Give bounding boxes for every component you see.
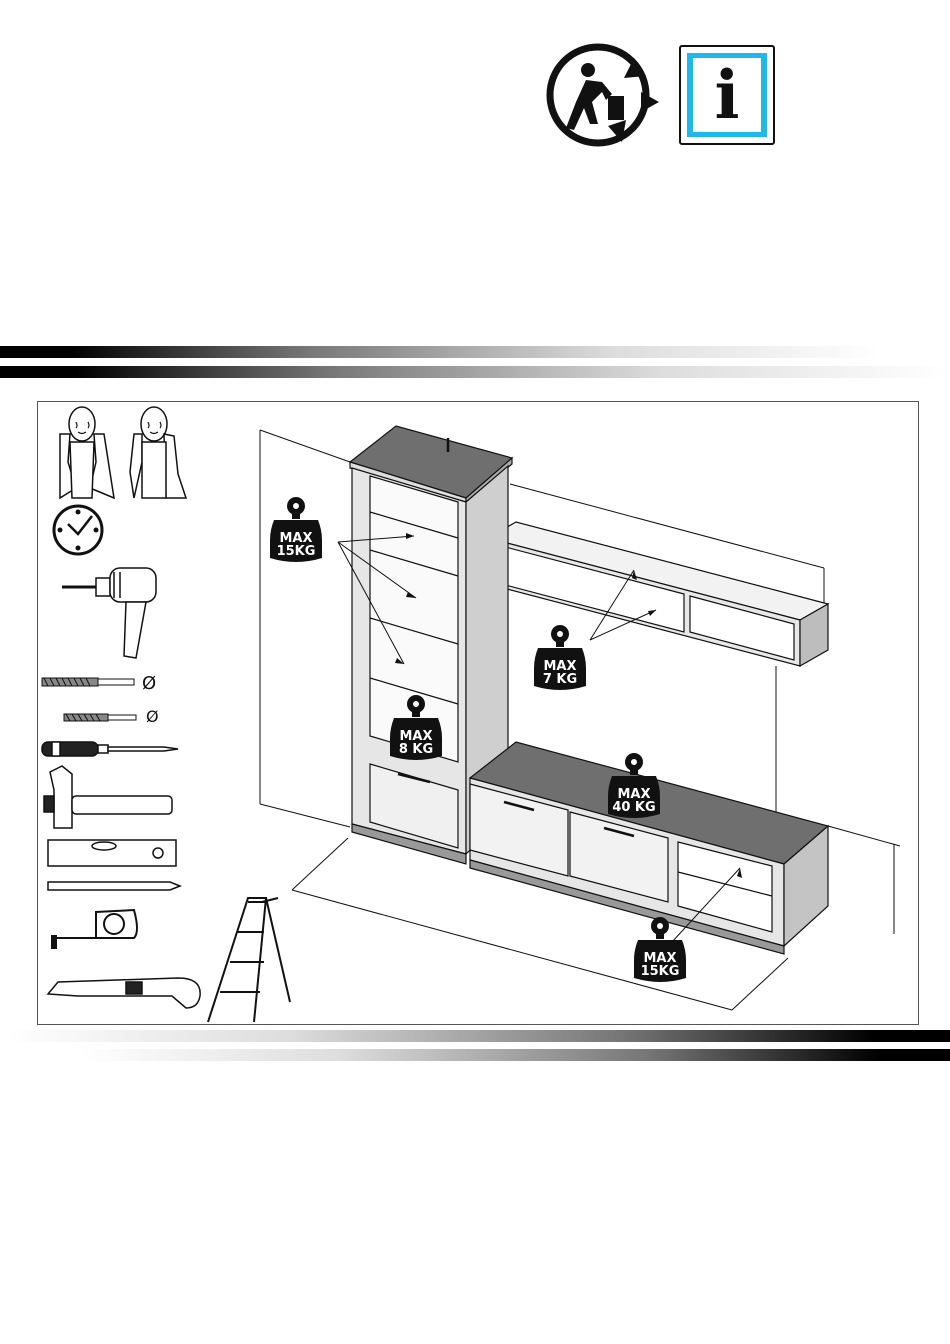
utility-knife-icon [48, 978, 200, 1008]
screwdriver-icon [42, 742, 178, 756]
drill-bit-diameter-symbol: Ø [146, 707, 159, 726]
two-people-icon [60, 407, 186, 498]
illustration-frame: Ø Ø [37, 401, 919, 1025]
furniture-illustration: Ø Ø [38, 402, 918, 1024]
tape-measure-icon [52, 910, 137, 948]
step-ladder-icon [208, 898, 290, 1022]
load-limit-badge: MAX 40 KG [608, 753, 660, 818]
top-band-2 [0, 366, 946, 378]
load-limit-badge: MAX 15KG [270, 497, 322, 562]
bottom-band-2 [80, 1049, 950, 1061]
spirit-level-icon [48, 840, 176, 866]
clock-icon [54, 506, 102, 554]
pencil-icon [48, 882, 180, 890]
info-letter: i [714, 62, 739, 128]
top-band-1 [0, 346, 880, 358]
load-limit-value: 8 KG [399, 742, 433, 757]
drill-icon [62, 568, 156, 658]
info-icon: i [679, 45, 775, 145]
drill-bit-diameter-symbol: Ø [142, 673, 156, 694]
load-limit-badge: MAX 15KG [634, 917, 686, 982]
hammer-icon [44, 766, 172, 828]
recycling-person-icon [546, 40, 662, 150]
load-limit-badge: MAX 7 KG [534, 625, 586, 690]
load-limit-value: 15KG [641, 964, 680, 979]
drill-bit-icon: Ø Ø [42, 673, 159, 726]
load-limit-value: 15KG [277, 544, 316, 559]
bottom-band-1 [8, 1030, 950, 1042]
load-limit-value: 40 KG [612, 800, 655, 815]
load-limit-value: 7 KG [543, 672, 577, 687]
